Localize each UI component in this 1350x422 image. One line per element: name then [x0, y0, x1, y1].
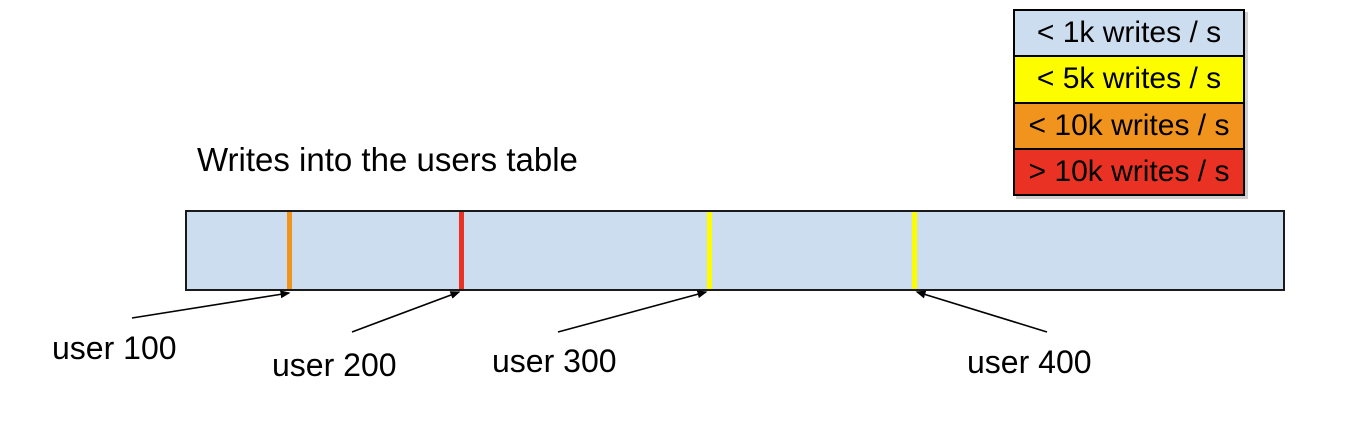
user-callout-label: user 300 [492, 343, 617, 379]
legend-item: < 10k writes / s [1015, 103, 1243, 150]
legend: < 1k writes / s < 5k writes / s < 10k writ… [1013, 9, 1245, 196]
legend-item-label: < 5k writes / s [1036, 62, 1222, 96]
legend-item-label: < 1k writes / s [1036, 16, 1222, 50]
user-callout-label: user 100 [52, 330, 177, 366]
hotspot-stripe [286, 212, 292, 289]
hotspot-stripe [706, 212, 712, 289]
legend-item-label: > 10k writes / s [1028, 154, 1230, 188]
callout-arrow [131, 290, 291, 319]
legend-item: > 10k writes / s [1015, 149, 1243, 194]
legend-item: < 5k writes / s [1015, 57, 1243, 104]
user-callout-label: user 200 [272, 347, 397, 383]
hotspot-stripe [458, 212, 464, 289]
diagram-title: Writes into the users table [197, 141, 578, 178]
user-callout-label: user 400 [967, 344, 1092, 380]
callout-arrow [915, 290, 1048, 333]
legend-item: < 1k writes / s [1015, 11, 1243, 58]
hotspot-stripe [911, 212, 917, 289]
legend-item-label: < 10k writes / s [1028, 108, 1230, 142]
callout-arrow [557, 290, 708, 333]
callout-arrow [351, 291, 461, 333]
users-table-bar [185, 210, 1285, 291]
